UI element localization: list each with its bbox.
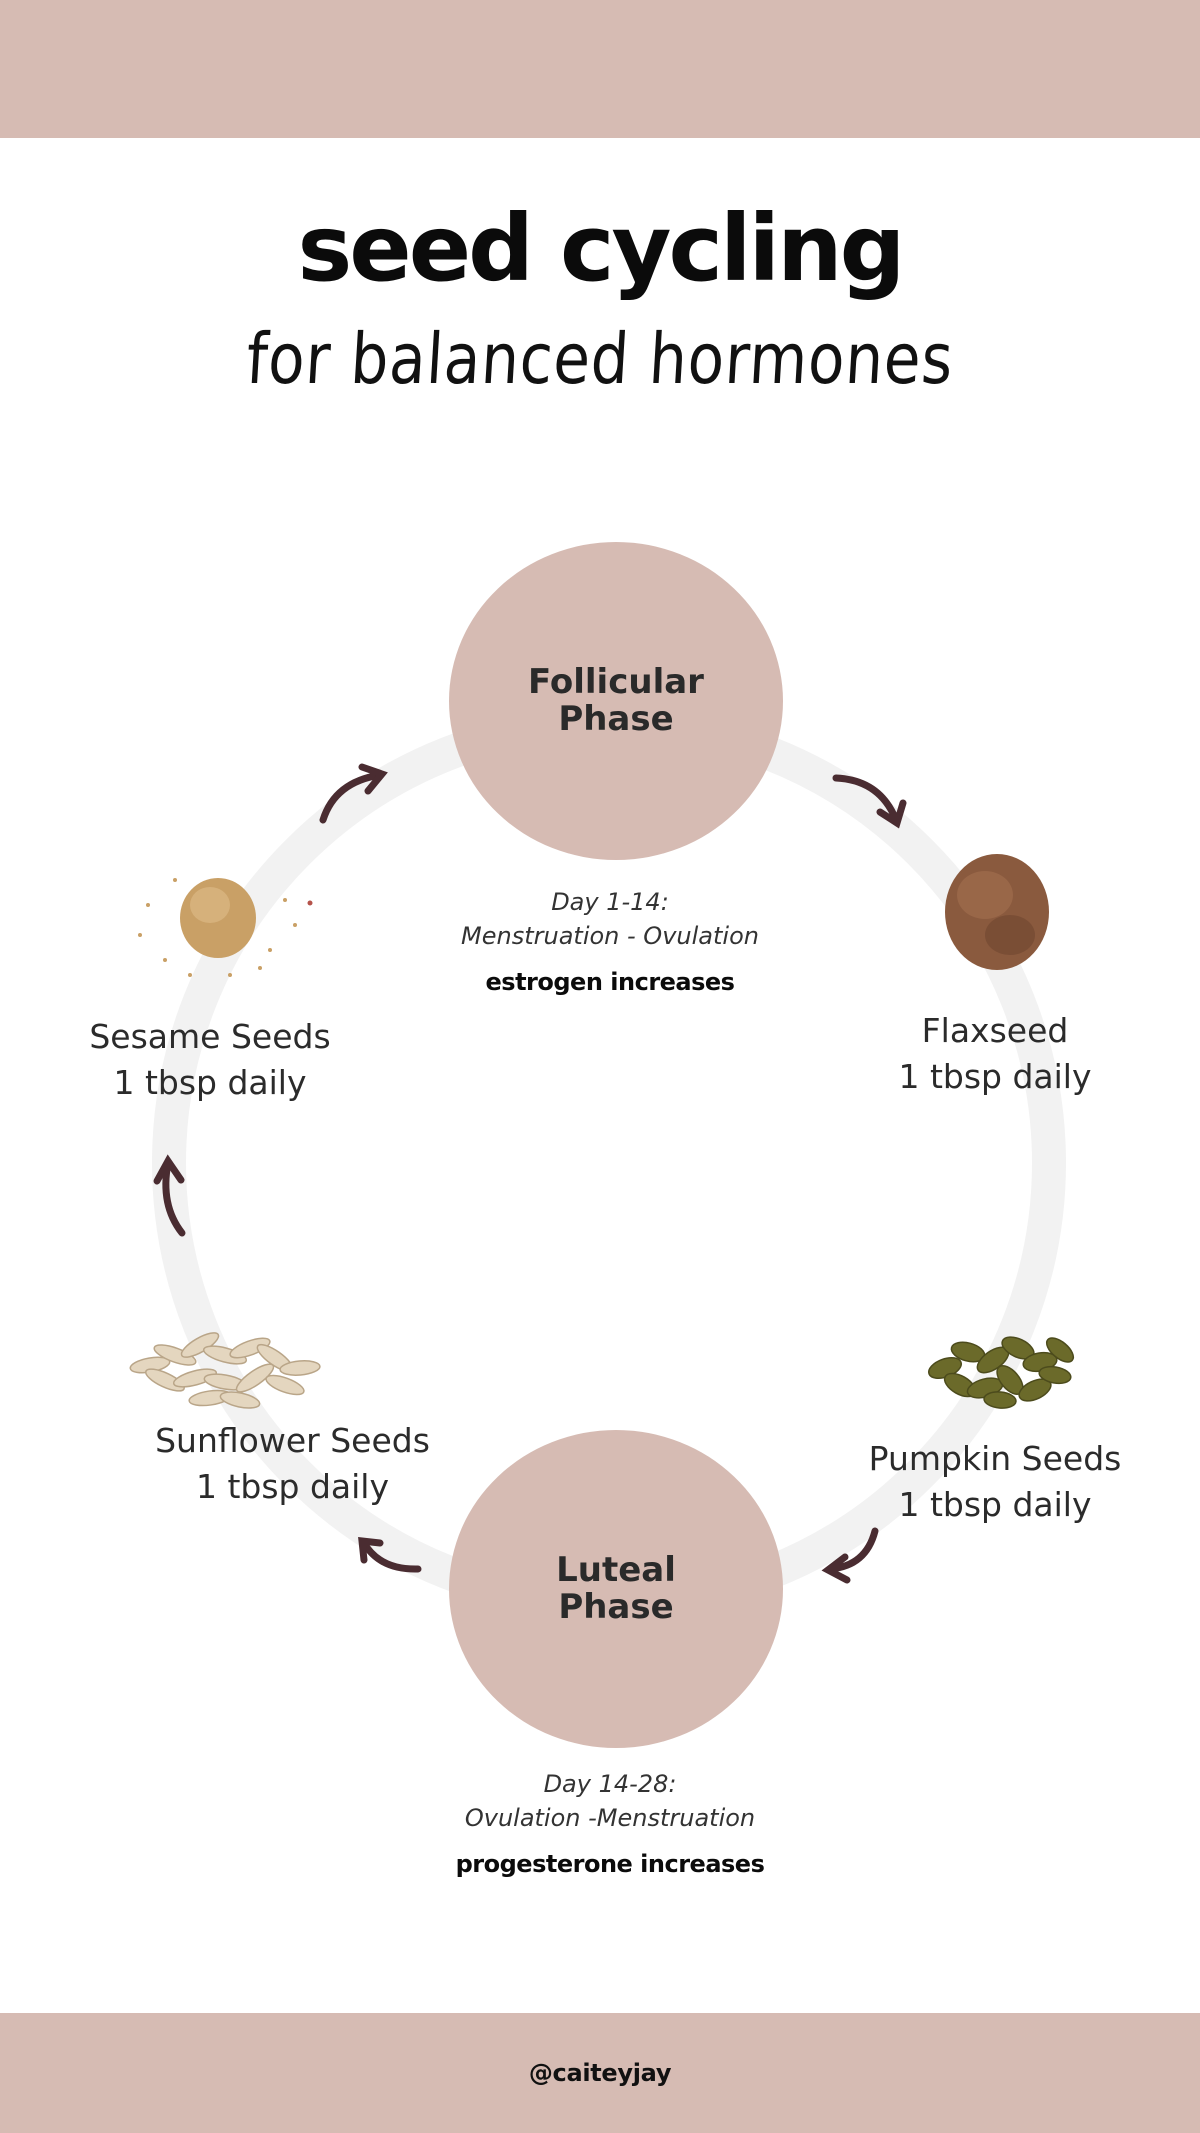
follicular-phase-circle: Follicular Phase: [449, 542, 783, 860]
pumpkin-seeds-icon: [927, 1336, 1075, 1409]
flaxseed-label: Flaxseed 1 tbsp daily: [860, 1008, 1130, 1100]
flaxseed-dose: 1 tbsp daily: [898, 1057, 1092, 1096]
follicular-range: Menstruation - Ovulation: [461, 922, 759, 950]
bottom-band: @caiteyjay: [0, 2013, 1200, 2133]
author-handle: @caiteyjay: [528, 2059, 672, 2087]
curved-arrow-icon: [319, 763, 388, 824]
luteal-phase-info: Day 14-28: Ovulation -Menstruation proge…: [400, 1770, 820, 1878]
sesame-seeds-name: Sesame Seeds: [89, 1017, 331, 1056]
follicular-days: Day 1-14:: [551, 888, 669, 916]
flaxseed-name: Flaxseed: [921, 1011, 1069, 1050]
luteal-days: Day 14-28:: [543, 1770, 677, 1798]
sunflower-seeds-name: Sunflower Seeds: [155, 1421, 430, 1460]
sunflower-seeds-label: Sunflower Seeds 1 tbsp daily: [140, 1418, 445, 1510]
page-title: seed cycling: [297, 195, 906, 302]
flaxseed-pile-icon: [945, 854, 1049, 970]
pumpkin-seeds-label: Pumpkin Seeds 1 tbsp daily: [845, 1436, 1145, 1528]
luteal-phase-circle: Luteal Phase: [449, 1430, 783, 1748]
luteal-phase-label: Luteal Phase: [556, 1550, 676, 1627]
pumpkin-seeds-dose: 1 tbsp daily: [898, 1485, 1092, 1524]
luteal-range: Ovulation -Menstruation: [464, 1804, 756, 1832]
curved-arrow-icon: [153, 1154, 186, 1237]
top-band: [0, 0, 1200, 138]
sunflower-seeds-dose: 1 tbsp daily: [195, 1467, 390, 1506]
sesame-seeds-label: Sesame Seeds 1 tbsp daily: [70, 1014, 350, 1106]
curved-arrow-icon: [832, 774, 907, 829]
follicular-hormone: estrogen increases: [485, 968, 735, 996]
luteal-hormone: progesterone increases: [455, 1850, 765, 1878]
pumpkin-seeds-name: Pumpkin Seeds: [868, 1439, 1122, 1478]
follicular-phase-label: Follicular Phase: [528, 662, 704, 739]
curved-arrow-icon: [821, 1527, 879, 1584]
curved-arrow-icon: [358, 1537, 422, 1573]
sesame-seeds-icon: [138, 878, 313, 977]
sesame-seeds-dose: 1 tbsp daily: [113, 1063, 307, 1102]
sunflower-seeds-icon: [129, 1332, 321, 1409]
follicular-phase-info: Day 1-14: Menstruation - Ovulation estro…: [400, 888, 820, 996]
